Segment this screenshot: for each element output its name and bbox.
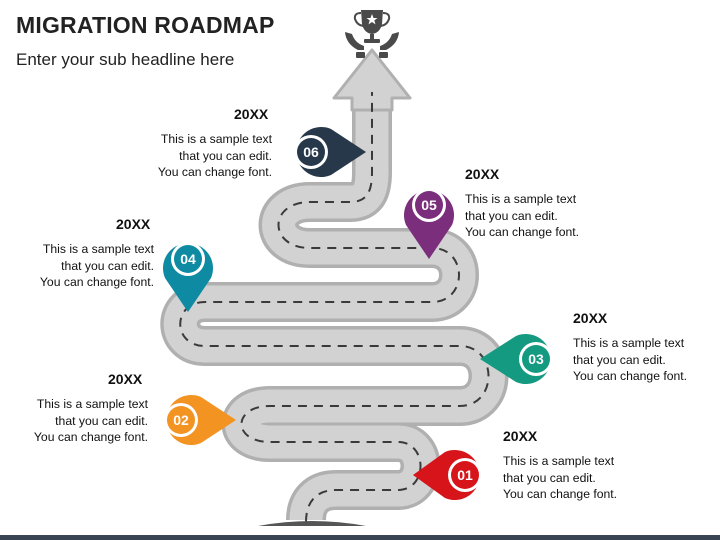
trophy-in-hands-icon — [345, 10, 399, 58]
milestone-text-line: You can change font. — [39, 275, 154, 289]
milestone-pin-03[interactable]: 03 — [480, 334, 553, 385]
milestone-label-02: 20XX This is a sample text that you can … — [20, 371, 148, 446]
milestone-text-line: This is a sample text — [573, 336, 685, 350]
milestone-text-line: that you can edit. — [465, 208, 558, 223]
milestone-pin-02[interactable]: 02 — [164, 395, 236, 445]
milestone-text-line: that you can edit. — [179, 148, 272, 163]
milestone-pin-05[interactable]: 05 — [403, 188, 454, 259]
road-arrow-head — [332, 48, 412, 112]
milestone-label-03: 20XX This is a sample text that you can … — [573, 310, 687, 385]
milestone-pin-01[interactable]: 01 — [413, 450, 482, 501]
milestone-text-line: You can change font. — [33, 430, 148, 444]
milestone-text-line: You can change font. — [503, 487, 618, 501]
milestone-text-line: that you can edit. — [61, 258, 154, 273]
milestone-text-line: This is a sample text — [465, 192, 577, 206]
pin-number-03: 03 — [528, 351, 544, 367]
milestone-text-line: This is a sample text — [160, 132, 272, 146]
milestone-text-line: This is a sample text — [503, 454, 615, 468]
milestone-year: 20XX — [116, 216, 151, 232]
milestone-text-line: You can change font. — [157, 165, 272, 179]
milestone-text-line: that you can edit. — [573, 352, 666, 367]
pin-number-01: 01 — [457, 467, 473, 483]
pin-number-04: 04 — [180, 251, 196, 267]
pin-number-02: 02 — [173, 412, 189, 428]
pin-number-06: 06 — [303, 144, 319, 160]
milestone-label-06: 20XX This is a sample text that you can … — [140, 106, 272, 181]
milestone-label-04: 20XX This is a sample text that you can … — [24, 216, 154, 291]
milestone-text-line: You can change font. — [465, 225, 580, 239]
milestone-year: 20XX — [465, 166, 500, 182]
milestone-text-line: You can change font. — [573, 369, 688, 383]
milestone-year: 20XX — [573, 310, 608, 326]
pin-number-05: 05 — [421, 197, 437, 213]
page-title: MIGRATION ROADMAP — [16, 12, 275, 38]
milestone-text-line: This is a sample text — [36, 397, 148, 411]
bottom-bar — [0, 535, 720, 540]
milestone-label-01: 20XX This is a sample text that you can … — [503, 428, 617, 503]
milestone-label-05: 20XX This is a sample text that you can … — [465, 166, 579, 241]
page-subtitle: Enter your sub headline here — [16, 50, 235, 69]
milestone-text-line: This is a sample text — [42, 242, 154, 256]
milestone-year: 20XX — [234, 106, 269, 122]
milestone-year: 20XX — [503, 428, 538, 444]
milestone-year: 20XX — [108, 371, 143, 387]
milestone-pin-04[interactable]: 04 — [162, 242, 213, 312]
milestone-text-line: that you can edit. — [55, 413, 148, 428]
milestone-pin-06[interactable]: 06 — [294, 127, 366, 177]
winding-road — [160, 48, 509, 526]
road-base — [258, 521, 366, 526]
milestone-text-line: that you can edit. — [503, 470, 596, 485]
road-center-dashes — [179, 92, 490, 523]
